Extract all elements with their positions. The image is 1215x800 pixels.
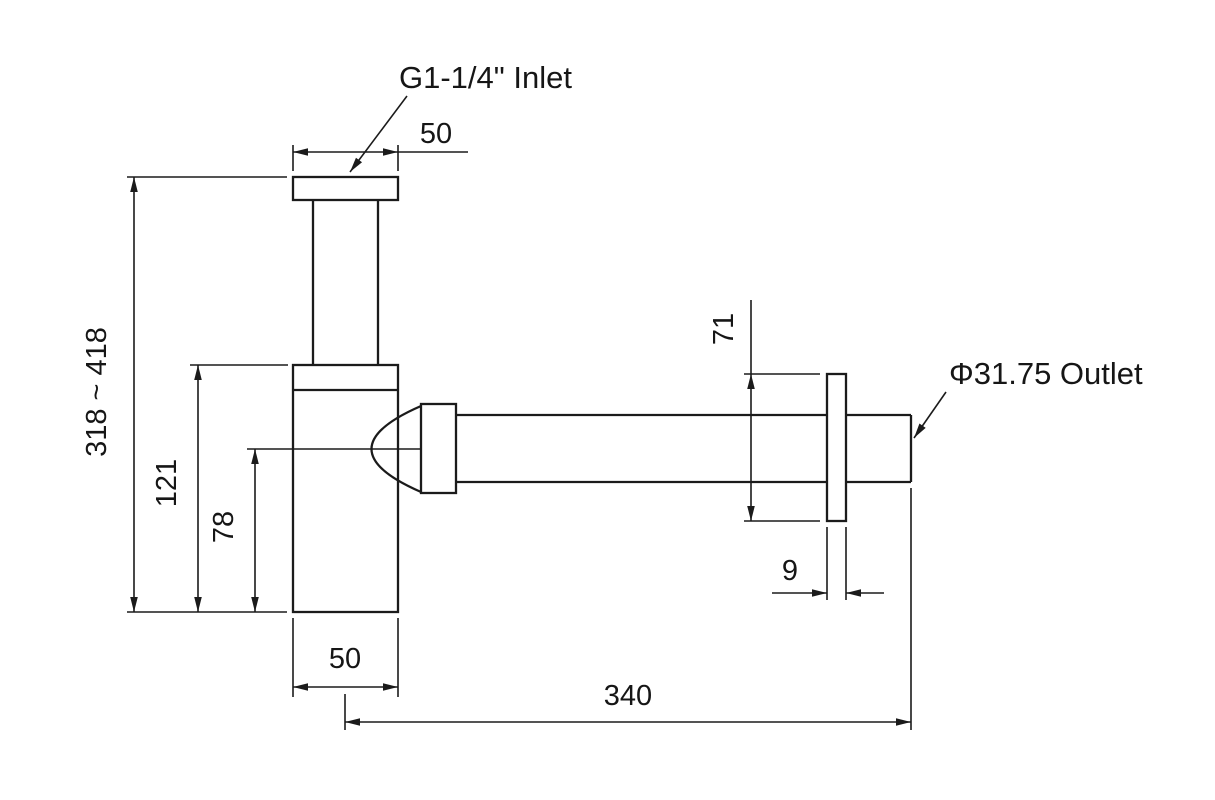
inlet-flange [291,175,400,202]
body-height-value: 121 [151,459,183,507]
dim-body-height: 121 [151,364,288,612]
leader-line [349,95,408,173]
dim-body-width: 50 [292,618,399,697]
horizontal-run-length-value: 340 [604,680,652,712]
trap-body [291,363,400,614]
inlet-label: G1-1/4" Inlet [399,60,572,95]
dim-wall-flange-diameter: 71 [708,300,820,522]
wall-flange-outline [825,372,848,523]
wall-flange-diameter-value: 71 [708,313,740,345]
inlet-flange-outline [291,175,400,202]
wall-flange-thickness-value: 9 [782,555,798,587]
outlet-label: Φ31.75 Outlet [949,356,1143,391]
wall-flange [825,372,848,523]
dim-wall-flange-thickness: 9 [772,527,884,600]
outlet-callout: Φ31.75 Outlet [913,356,1143,439]
inlet-flange-width-value: 50 [420,118,452,150]
outlet-nut-outline [419,402,458,495]
outlet-centerline-height-value: 78 [208,511,240,543]
dim-outlet-centerline-height: 78 [208,448,420,612]
trap-body-outline [291,363,400,614]
body-width-value: 50 [329,643,361,675]
dim-horizontal-run-length: 340 [344,488,912,730]
outlet-pipe [456,413,913,484]
dim-overall-height: 318 ~ 418 [81,176,287,613]
inlet-callout: G1-1/4" Inlet [349,60,572,173]
inlet-tube [311,200,380,365]
dim-inlet-flange-width: 50 [292,118,468,171]
leader-line [913,391,947,439]
overall-height-value: 318 ~ 418 [81,327,113,457]
